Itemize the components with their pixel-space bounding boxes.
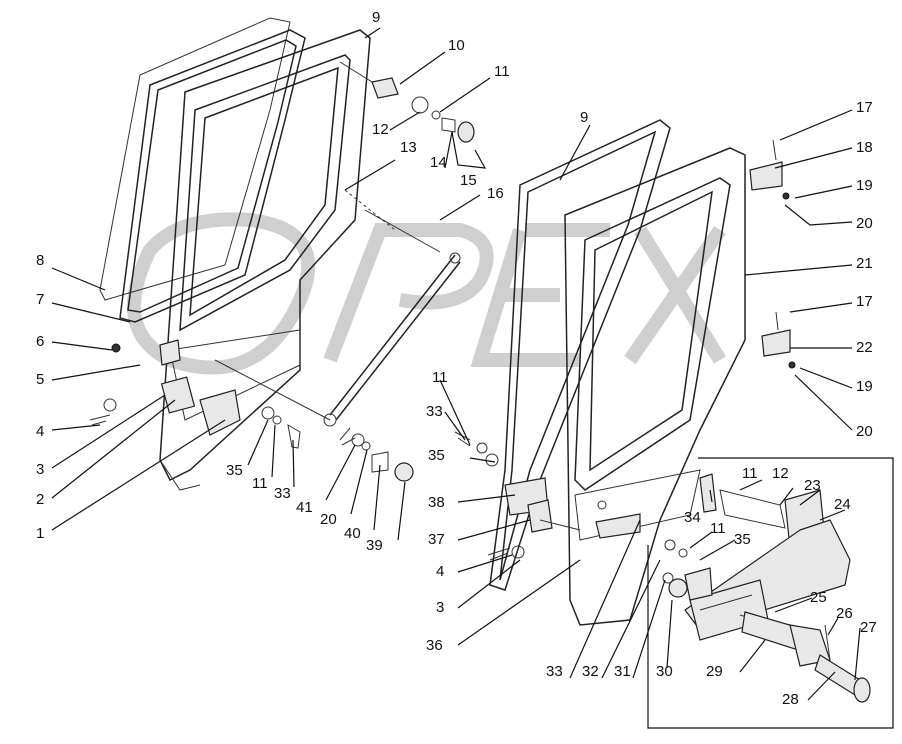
inset-handle-parts bbox=[662, 473, 871, 703]
callout-label: 11 bbox=[252, 475, 268, 492]
callout-label: 29 bbox=[706, 663, 723, 680]
right-door-panel bbox=[564, 147, 746, 626]
left-check-strap bbox=[323, 252, 461, 482]
callout-label: 28 bbox=[782, 691, 799, 708]
left-lock-parts bbox=[89, 339, 301, 449]
right-lock-parts bbox=[454, 431, 641, 561]
callout-label: 3 bbox=[436, 599, 445, 616]
callout-label: 10 bbox=[448, 37, 465, 54]
right-door-arrows bbox=[539, 519, 581, 531]
callout-label: 33 bbox=[546, 663, 563, 680]
callout-label: 34 bbox=[684, 509, 701, 526]
callout-label: 8 bbox=[36, 252, 45, 269]
callout-label: 30 bbox=[656, 663, 673, 680]
callout-label: 6 bbox=[36, 333, 45, 350]
callout-label: 12 bbox=[772, 465, 789, 482]
left-door-seal bbox=[119, 29, 306, 323]
callout-label: 36 bbox=[426, 637, 443, 654]
callout-label: 21 bbox=[856, 255, 873, 272]
callout-label: 9 bbox=[580, 109, 589, 126]
callout-label: 12 bbox=[372, 121, 389, 138]
callout-label: 37 bbox=[428, 531, 445, 548]
callout-label: 11 bbox=[432, 369, 448, 386]
callout-label: 35 bbox=[734, 531, 751, 548]
watermark-shape bbox=[127, 212, 726, 375]
callout-label: 4 bbox=[36, 423, 45, 440]
callout-label: 20 bbox=[320, 511, 337, 528]
callout-label: 27 bbox=[860, 619, 877, 636]
callout-label: 13 bbox=[400, 139, 417, 156]
callout-label: 31 bbox=[614, 663, 631, 680]
callout-label: 40 bbox=[344, 525, 361, 542]
callout-label: 26 bbox=[836, 605, 853, 622]
callout-label: 35 bbox=[226, 462, 243, 479]
callout-label: 4 bbox=[436, 563, 445, 580]
callout-label: 20 bbox=[856, 423, 873, 440]
callout-label: 16 bbox=[487, 185, 504, 202]
callout-label: 38 bbox=[428, 494, 445, 511]
callout-label: 3 bbox=[36, 461, 45, 478]
left-door-glass bbox=[99, 17, 291, 301]
callout-label: 14 bbox=[430, 154, 447, 171]
callout-label: 11 bbox=[494, 63, 510, 80]
left-arrows bbox=[214, 61, 441, 421]
callout-label: 1 bbox=[36, 525, 45, 542]
leader-lines bbox=[51, 27, 861, 701]
callout-label: 33 bbox=[426, 403, 443, 420]
callout-label: 19 bbox=[856, 378, 873, 395]
callout-label: 39 bbox=[366, 537, 383, 554]
callout-label: 25 bbox=[810, 589, 827, 606]
callout-label: 35 bbox=[428, 447, 445, 464]
callout-label: 11 bbox=[710, 520, 726, 537]
callout-label: 33 bbox=[274, 485, 291, 502]
inset-box bbox=[647, 457, 894, 729]
callout-label: 15 bbox=[460, 172, 477, 189]
callout-label: 22 bbox=[856, 339, 873, 356]
callout-label: 5 bbox=[36, 371, 45, 388]
callout-label: 23 bbox=[804, 477, 821, 494]
left-door-frame bbox=[159, 29, 371, 491]
callout-label: 18 bbox=[856, 139, 873, 156]
right-hinges bbox=[749, 139, 796, 369]
callout-label: 41 bbox=[296, 499, 313, 516]
callout-label: 17 bbox=[856, 99, 873, 116]
callout-label: 9 bbox=[372, 9, 381, 26]
callout-label: 20 bbox=[856, 215, 873, 232]
callout-label: 24 bbox=[834, 496, 851, 513]
callout-label: 7 bbox=[36, 291, 45, 308]
left-upper-hinge bbox=[371, 77, 475, 143]
callout-label: 19 bbox=[856, 177, 873, 194]
callout-label: 11 bbox=[742, 465, 758, 482]
callout-label: 17 bbox=[856, 293, 873, 310]
callout-label: 32 bbox=[582, 663, 599, 680]
callout-label: 2 bbox=[36, 491, 45, 508]
